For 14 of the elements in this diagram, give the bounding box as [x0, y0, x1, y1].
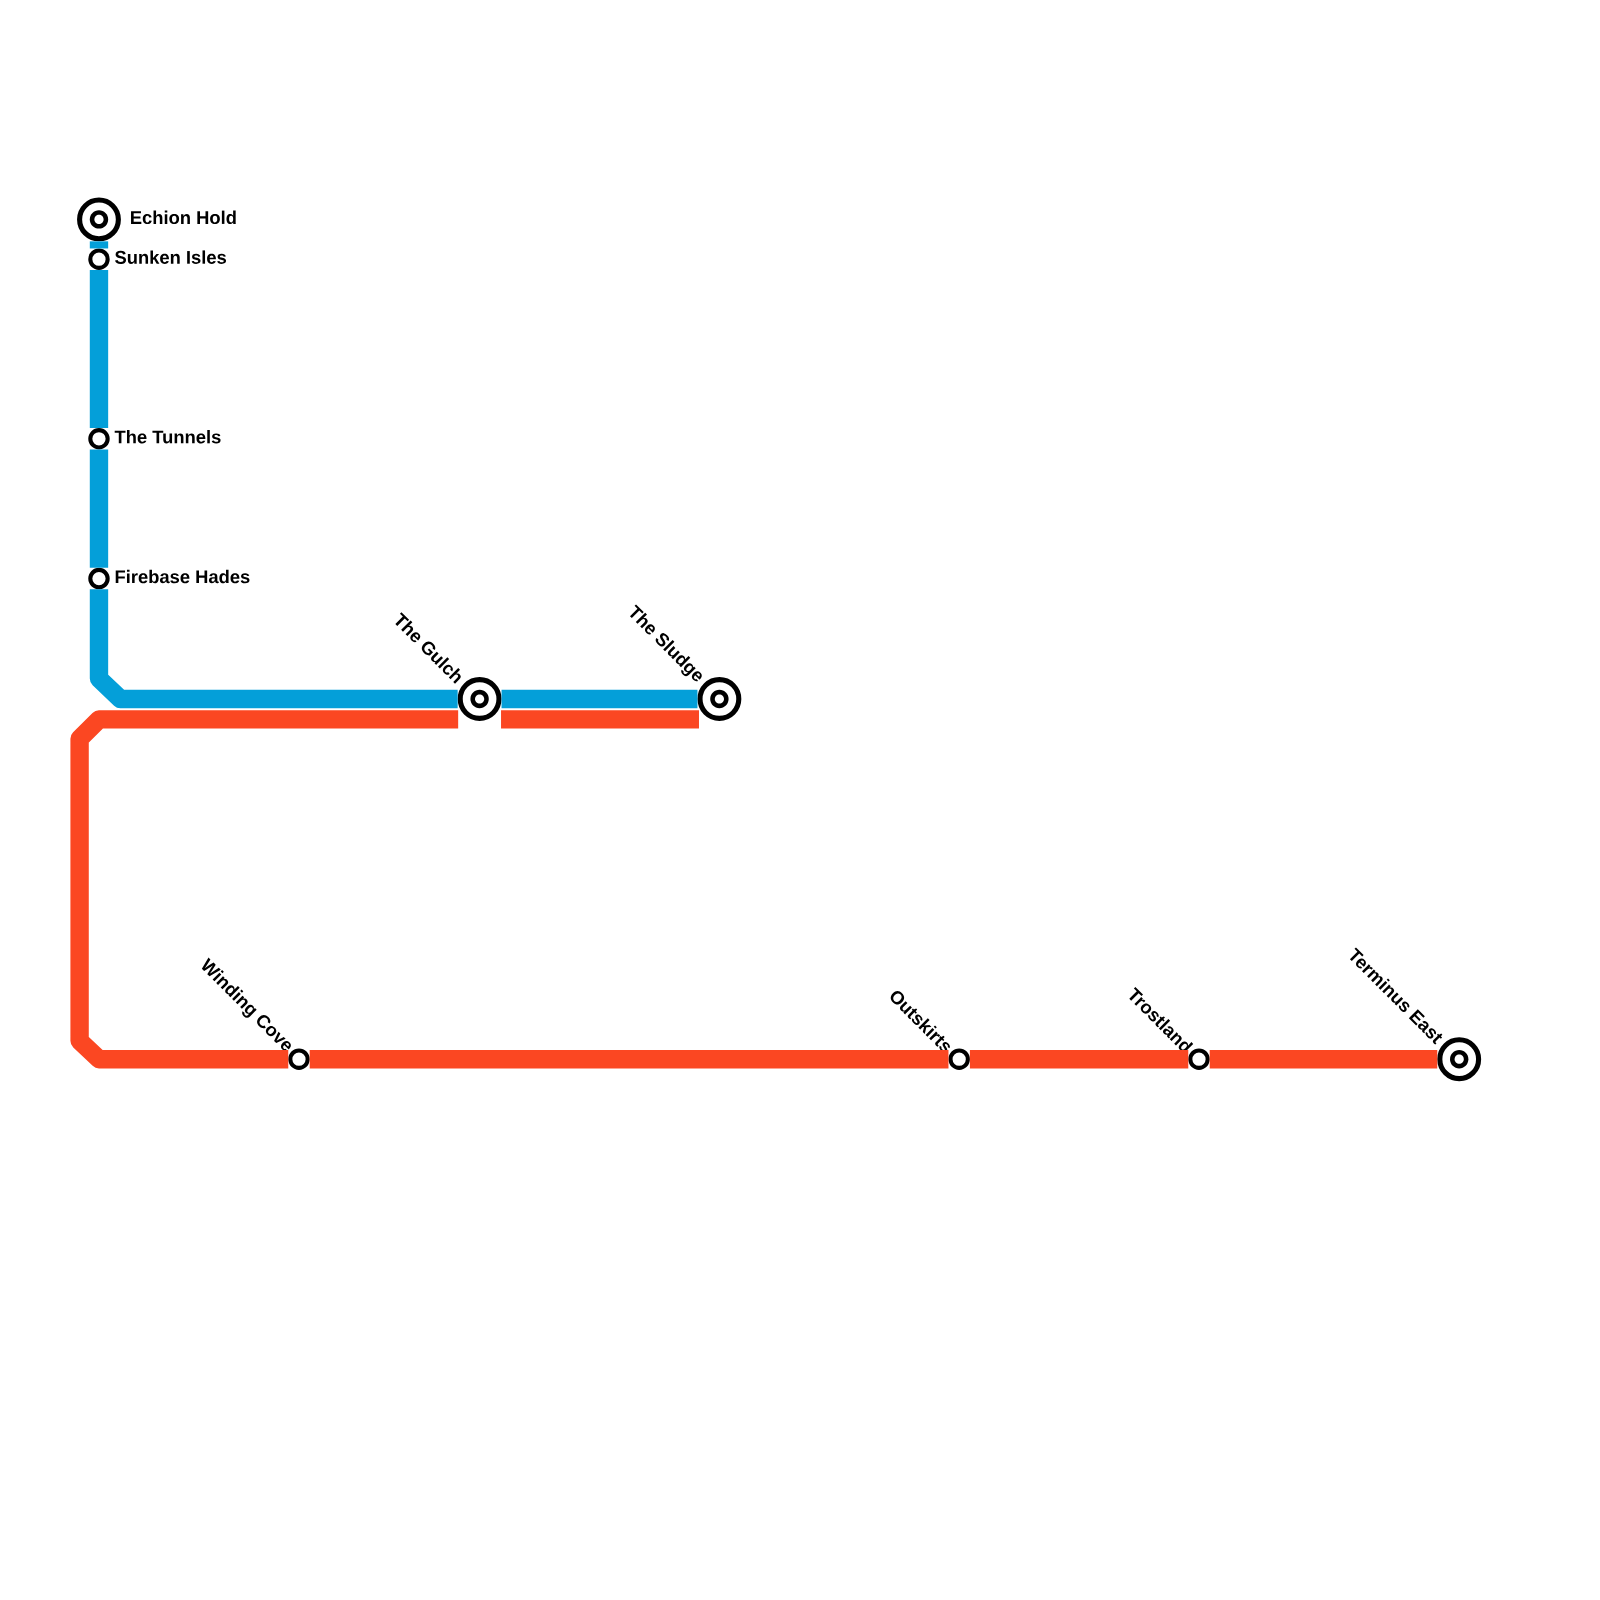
- transit-line: [89, 269, 109, 429]
- transit-line: [309, 1050, 949, 1069]
- transit-line: [1209, 1050, 1438, 1069]
- station-label: The Tunnels: [114, 430, 221, 444]
- transit-line: [501, 689, 698, 709]
- transit-line: [89, 241, 109, 249]
- transit-line: [501, 710, 699, 729]
- station-label: Firebase Hades: [115, 569, 250, 584]
- transit-line: [969, 1050, 1189, 1069]
- transit-line: [70, 710, 459, 1069]
- station-label: Echion Hold: [131, 210, 236, 225]
- station-label: Sunken Isles: [115, 250, 226, 264]
- transit-line: [89, 589, 458, 709]
- transit-line: [89, 449, 109, 568]
